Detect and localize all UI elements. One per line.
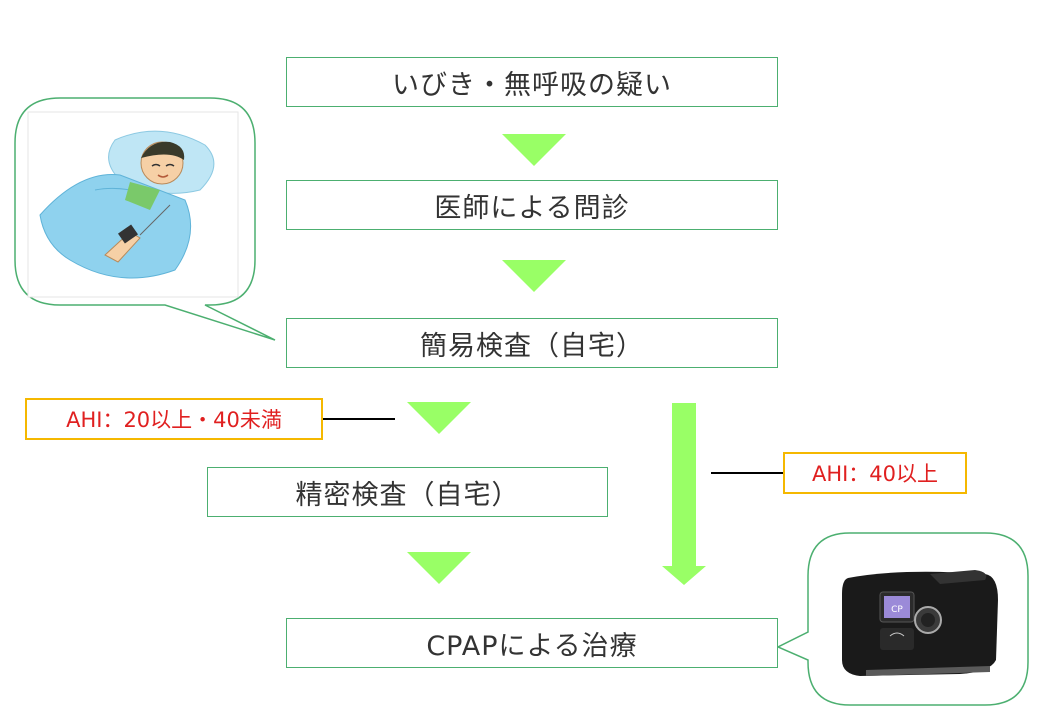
step-cpap-treatment-label: CPAPによる治療 bbox=[426, 630, 638, 662]
ahi-mid-range-text: AHI：20以上・40未満 bbox=[66, 408, 282, 432]
down-arrow-icon bbox=[407, 552, 471, 584]
sleeping-person-icon bbox=[27, 111, 239, 298]
cpap-callout: CP bbox=[776, 532, 1029, 706]
step-doctor-consultation-label: 医師による問診 bbox=[434, 192, 630, 224]
step-simple-test: 簡易検査（自宅） bbox=[286, 318, 778, 368]
step-snoring-suspicion: いびき・無呼吸の疑い bbox=[286, 57, 778, 107]
step-detailed-test-label: 精密検査（自宅） bbox=[295, 479, 520, 511]
step-snoring-suspicion-label: いびき・無呼吸の疑い bbox=[392, 69, 672, 101]
svg-text:CP: CP bbox=[891, 605, 903, 615]
ahi-mid-connector bbox=[323, 418, 395, 420]
ahi-high-text: AHI：40以上 bbox=[811, 462, 939, 486]
down-arrow-icon bbox=[502, 260, 566, 292]
ahi-high-label: AHI：40以上 bbox=[783, 452, 967, 494]
ahi-mid-range-label: AHI：20以上・40未満 bbox=[25, 398, 323, 440]
step-cpap-treatment: CPAPによる治療 bbox=[286, 618, 778, 668]
step-doctor-consultation: 医師による問診 bbox=[286, 180, 778, 230]
down-arrow-icon bbox=[502, 134, 566, 166]
sleep-test-callout bbox=[14, 97, 276, 341]
step-detailed-test: 精密検査（自宅） bbox=[207, 467, 608, 517]
ahi-high-connector bbox=[711, 472, 783, 474]
cpap-device-icon: CP bbox=[840, 570, 1010, 676]
direct-treatment-arrow bbox=[662, 403, 706, 585]
step-simple-test-label: 簡易検査（自宅） bbox=[420, 330, 644, 362]
down-arrow-icon bbox=[407, 402, 471, 434]
